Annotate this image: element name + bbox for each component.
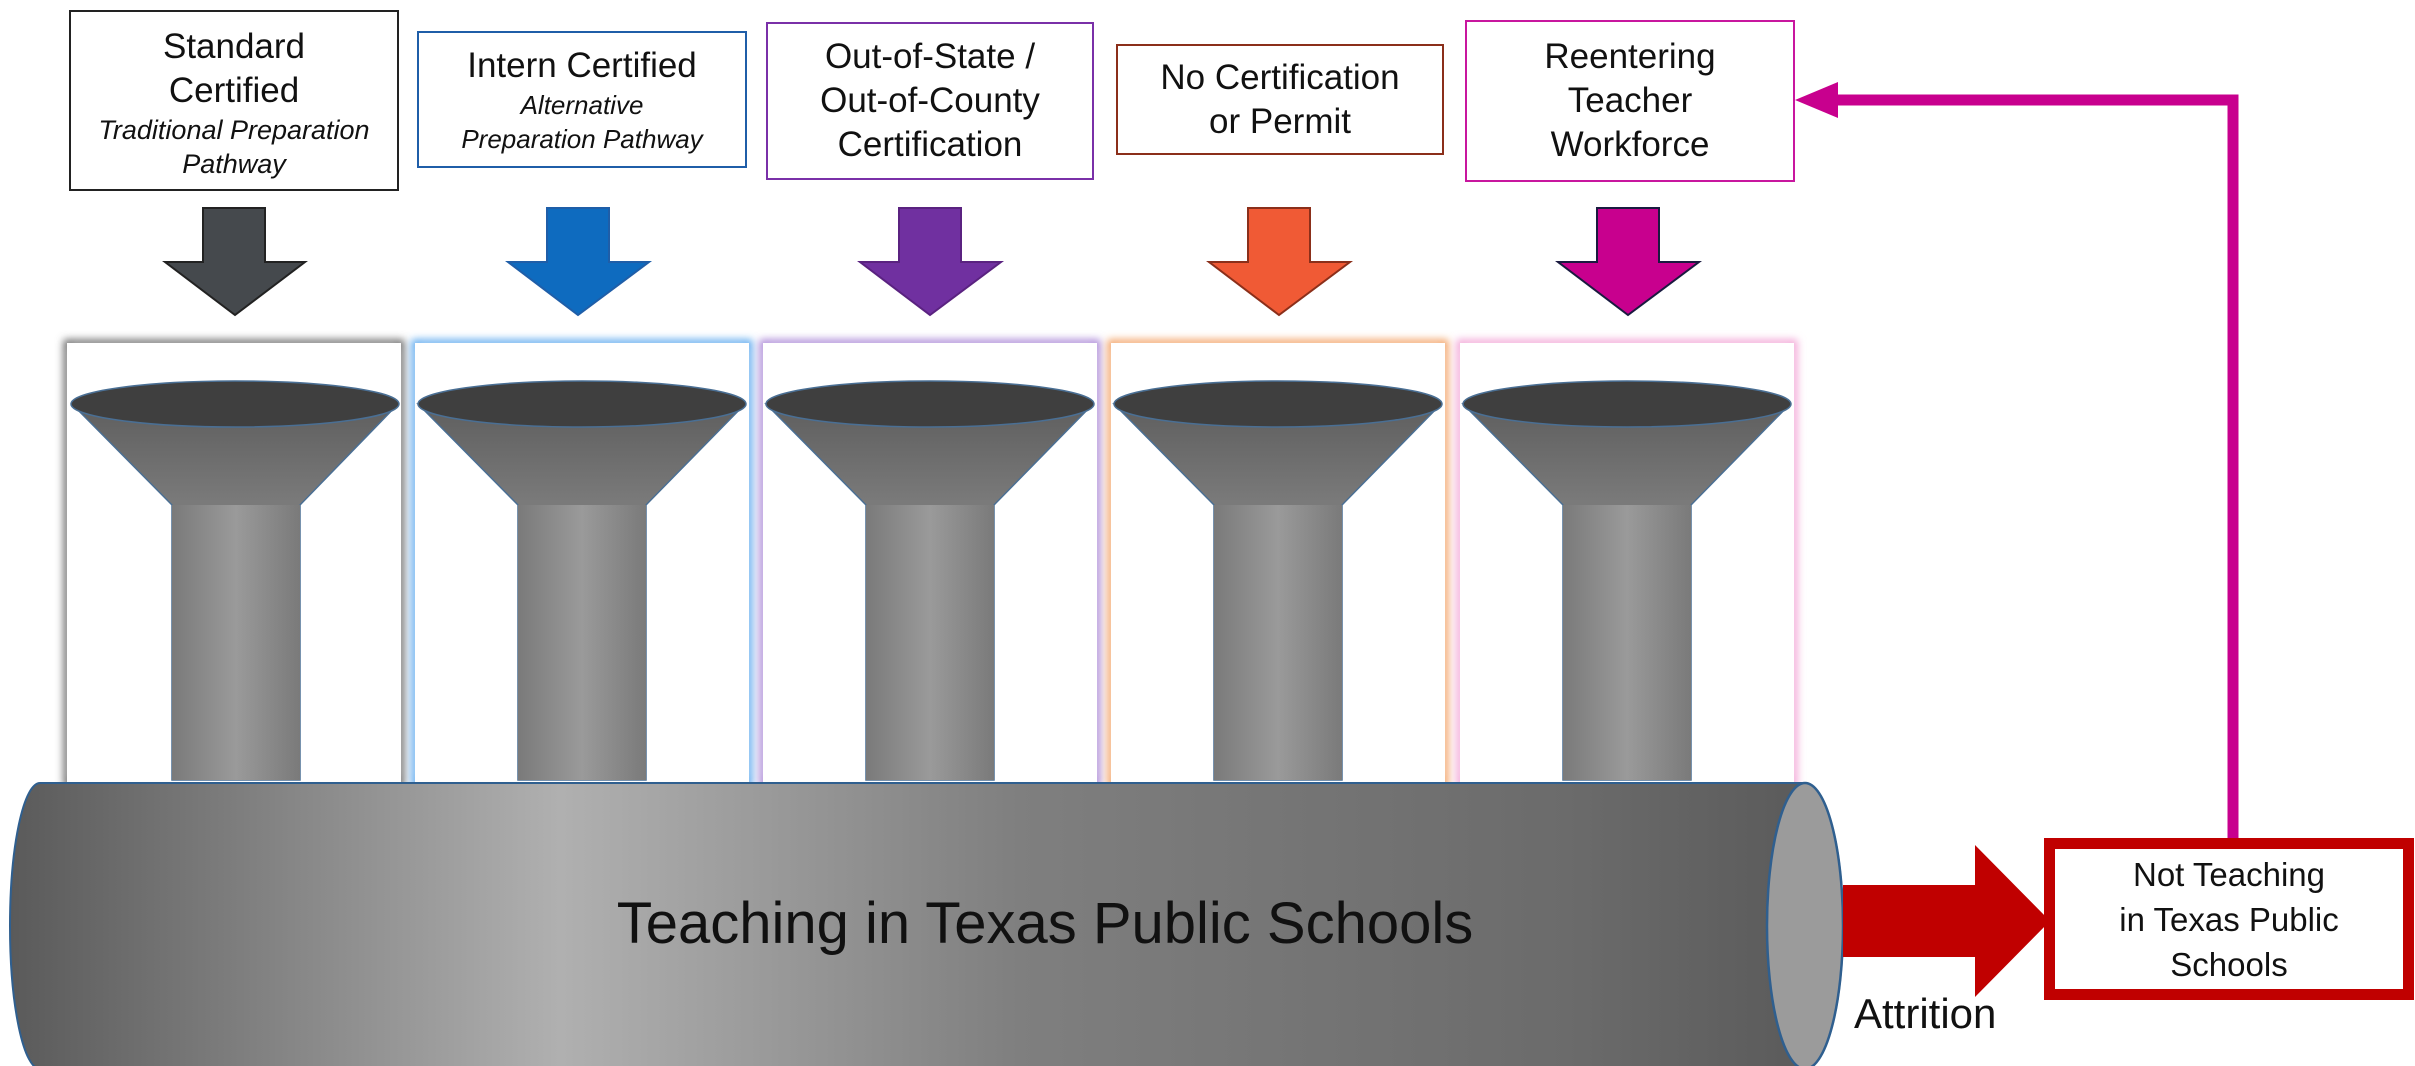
not-teaching-line: Not Teaching bbox=[2132, 855, 2326, 893]
label-subtitle: Pathway bbox=[182, 148, 286, 179]
down-arrow-reentering bbox=[1555, 207, 1703, 317]
label-title: Reentering bbox=[1544, 37, 1716, 76]
funnel-panel-standard bbox=[63, 339, 405, 787]
label-subtitle: Alternative bbox=[520, 89, 644, 120]
label-reentering: Reentering Teacher Workforce bbox=[1465, 20, 1795, 182]
label-title: Certified bbox=[168, 70, 300, 110]
not-teaching-line: in Texas Public bbox=[2119, 900, 2339, 938]
label-no-certification: No Certification or Permit bbox=[1116, 44, 1444, 155]
down-arrow-out-of-state bbox=[857, 207, 1005, 317]
attrition-label: Attrition bbox=[1854, 990, 1997, 1037]
label-title: Standard bbox=[162, 26, 306, 66]
label-out-of-state: Out-of-State / Out-of-County Certificati… bbox=[766, 22, 1094, 180]
return-arrow-head-icon bbox=[1795, 82, 1838, 118]
not-teaching-box: Not Teaching in Texas Public Schools bbox=[2044, 838, 2414, 1000]
funnel-panel-reentering bbox=[1456, 339, 1798, 787]
label-title: No Certification bbox=[1160, 57, 1400, 97]
attrition-arrow bbox=[1843, 845, 2050, 997]
down-arrow-standard bbox=[162, 207, 308, 317]
return-arrow bbox=[1830, 94, 2239, 838]
funnel-panel-no-certification bbox=[1107, 339, 1449, 787]
label-intern-certified: Intern Certified Alternative Preparation… bbox=[417, 31, 747, 168]
funnel-panel-intern bbox=[411, 339, 753, 787]
label-subtitle: Preparation Pathway bbox=[461, 123, 703, 154]
label-title: Certification bbox=[837, 125, 1023, 164]
label-title: Out-of-County bbox=[820, 81, 1040, 120]
label-standard-certified: Standard Certified Traditional Preparati… bbox=[69, 10, 399, 191]
pipe-label: Teaching in Texas Public Schools bbox=[616, 891, 1474, 956]
not-teaching-line: Schools bbox=[2170, 945, 2288, 983]
label-title: or Permit bbox=[1209, 101, 1351, 141]
down-arrow-no-certification bbox=[1206, 207, 1354, 317]
label-subtitle: Traditional Preparation bbox=[98, 114, 370, 145]
down-arrow-intern bbox=[505, 207, 653, 317]
teaching-pipe bbox=[9, 781, 1845, 1066]
label-title: Out-of-State / bbox=[824, 37, 1036, 76]
label-title: Intern Certified bbox=[467, 45, 697, 85]
label-title: Teacher bbox=[1567, 81, 1693, 120]
label-title: Workforce bbox=[1550, 125, 1710, 164]
funnel-panel-out-of-state bbox=[759, 339, 1101, 787]
